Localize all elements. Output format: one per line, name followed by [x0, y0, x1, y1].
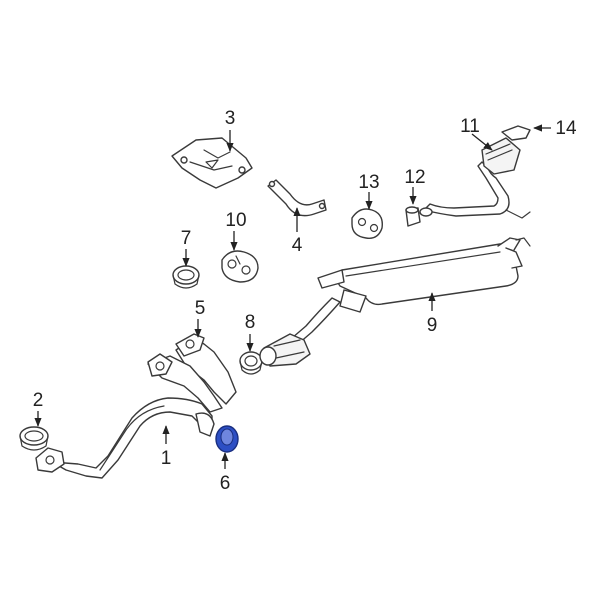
callout-10: 10 — [225, 210, 246, 231]
part-4-pipe-clamp[interactable] — [267, 179, 327, 217]
callout-11: 11 — [460, 116, 480, 137]
callout-6: 6 — [220, 473, 231, 494]
callout-3: 3 — [225, 108, 236, 129]
intermediate-converter[interactable] — [259, 333, 311, 367]
part-6-gasket-highlighted[interactable] — [215, 425, 239, 453]
callout-9: 9 — [427, 315, 438, 336]
part-7-gasket-ring[interactable] — [172, 265, 200, 289]
callout-12: 12 — [404, 167, 425, 188]
part-3-hanger-bracket[interactable] — [171, 137, 253, 189]
callout-7: 7 — [181, 228, 192, 249]
part-9-muffler[interactable] — [291, 237, 531, 345]
callout-14: 14 — [555, 118, 577, 139]
part-2-gasket-ring[interactable] — [19, 426, 49, 451]
callout-1: 1 — [161, 448, 172, 469]
part-8-gasket-ring[interactable] — [239, 351, 263, 375]
callout-2: 2 — [33, 390, 44, 411]
callout-5: 5 — [195, 298, 206, 319]
part-1-front-exhaust-pipe[interactable] — [35, 397, 215, 479]
part-11-converter-pipe[interactable] — [419, 125, 531, 219]
callout-labels: 3 4 7 10 13 12 11 14 9 8 5 2 1 6 — [33, 108, 577, 494]
part-13-hanger-insulator[interactable] — [351, 208, 383, 239]
part-10-hanger-insulator[interactable] — [221, 250, 259, 283]
leader-lines — [34, 124, 551, 469]
callout-4: 4 — [292, 235, 303, 256]
callout-8: 8 — [245, 312, 256, 333]
part-5-front-pipe[interactable] — [147, 333, 237, 413]
callout-13: 13 — [358, 172, 379, 193]
part-12-gasket[interactable] — [405, 206, 421, 227]
